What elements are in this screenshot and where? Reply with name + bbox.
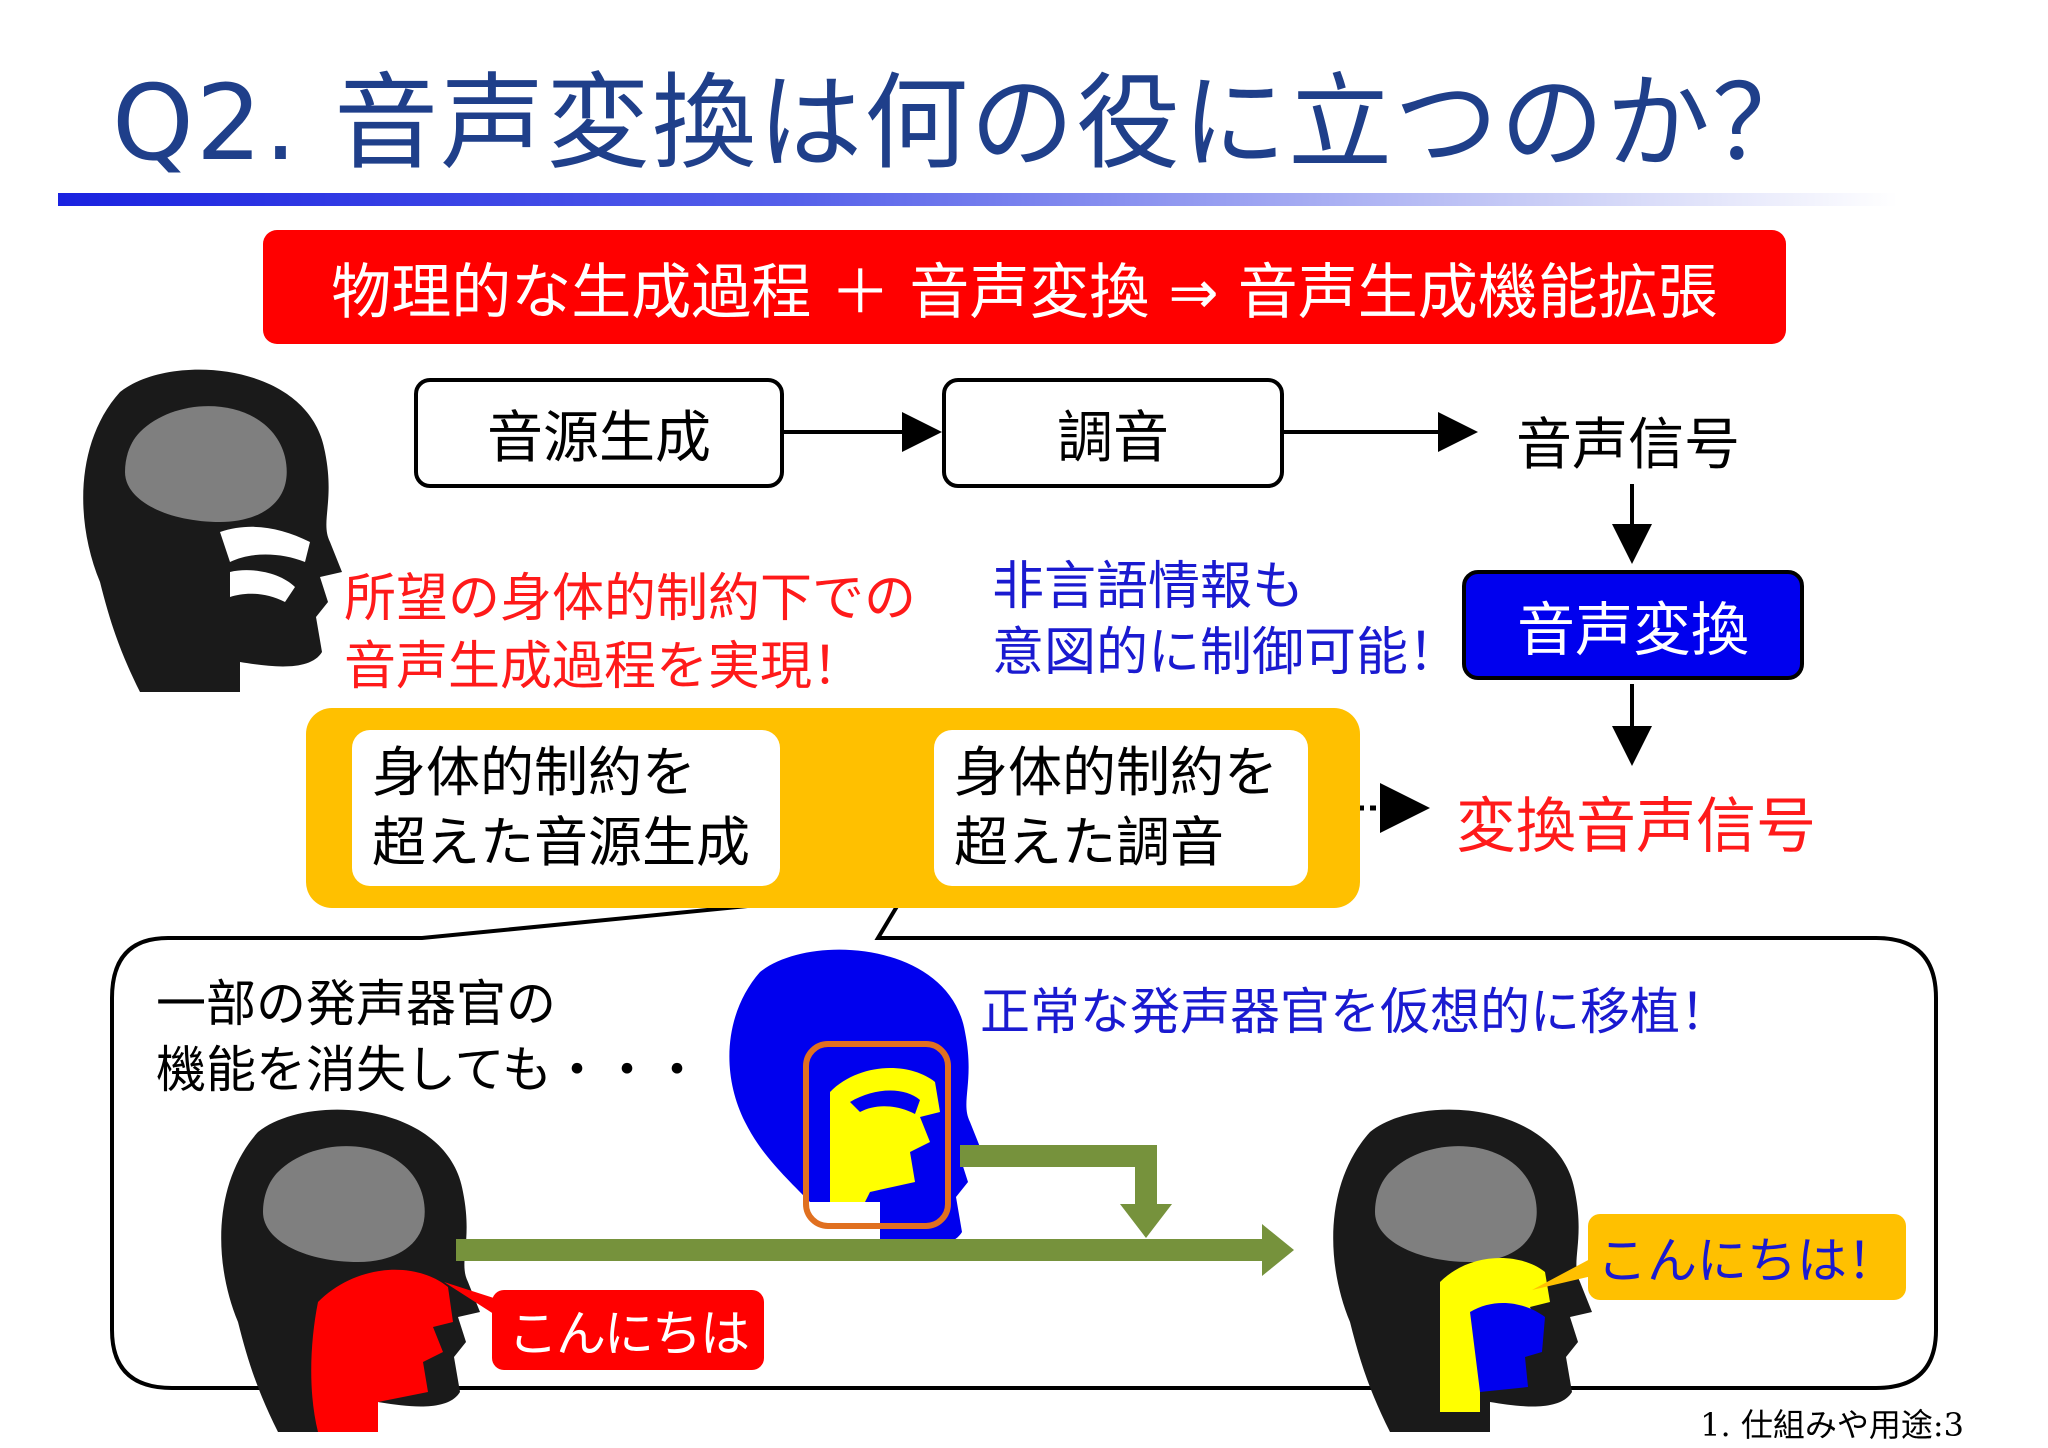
source-generation-box: 音源生成 (414, 378, 784, 488)
articulation-box: 調音 (942, 378, 1284, 488)
box2-line2: 超えた調音 (954, 811, 1224, 874)
blue-note-line1: 非言語情報も (992, 557, 1305, 617)
pointer-yellow (1532, 1258, 1592, 1290)
head-donor-blue (729, 949, 982, 1247)
box1-line2: 超えた音源生成 (372, 811, 750, 874)
organ-loss-line1: 一部の発声器官の (156, 975, 556, 1033)
pointer-red (444, 1282, 500, 1318)
blue-note-line2: 意図的に制御可能！ (992, 623, 1461, 683)
donor-organ-highlight (803, 1041, 951, 1229)
title-underline (58, 193, 1898, 206)
summary-banner: 物理的な生成過程 ＋ 音声変換 ⇒ 音声生成機能拡張 (263, 230, 1786, 344)
slide-footer: 1. 仕組みや用途:3 (1700, 1406, 1964, 1444)
converted-signal-label: 変換音声信号 (1456, 792, 1816, 862)
red-note-line1: 所望の身体的制約下での (344, 569, 917, 629)
head-bottom-right (1333, 1109, 1592, 1432)
distorted-greeting-pill: こんにちは (492, 1290, 764, 1370)
distorted-greeting-text: こんにちは (508, 1305, 750, 1363)
head-top-left (83, 369, 343, 692)
clear-greeting-pill: こんにちは！ (1588, 1214, 1906, 1300)
transplant-note: 正常な発声器官を仮想的に移植！ (980, 983, 1730, 1041)
box1-line1: 身体的制約を (372, 741, 696, 804)
voice-conversion-box: 音声変換 (1462, 570, 1804, 680)
beyond-constraint-articulation-box: 身体的制約を 超えた調音 (934, 730, 1308, 886)
clear-greeting-text: こんにちは！ (1597, 1232, 1897, 1290)
beyond-constraint-source-box: 身体的制約を 超えた音源生成 (352, 730, 780, 886)
head-bottom-left (221, 1109, 480, 1432)
red-note-line2: 音声生成過程を実現！ (344, 637, 865, 697)
speech-signal-label: 音声信号 (1516, 413, 1740, 478)
box2-line1: 身体的制約を (954, 741, 1278, 804)
organ-loss-line2: 機能を消失しても・・・ (156, 1041, 702, 1099)
green-arrow-transplant (960, 1145, 1157, 1204)
page-title: Q2. 音声変換は何の役に立つのか？ (112, 62, 1819, 184)
